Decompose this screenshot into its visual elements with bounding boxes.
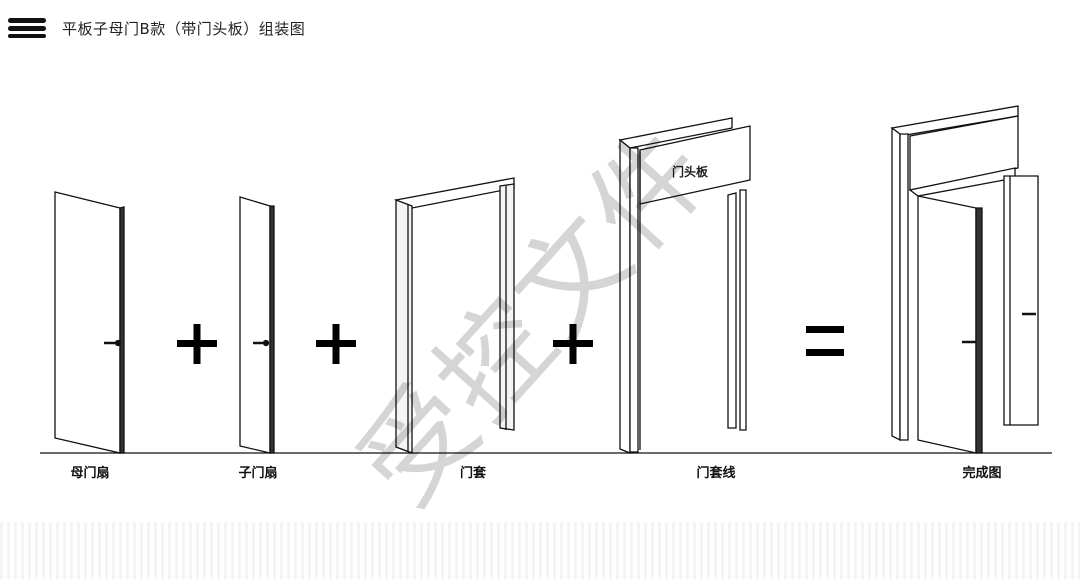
plus-operator-1 <box>177 324 217 364</box>
plus-operator-2 <box>316 324 356 364</box>
label-mother-door-leaf: 母门扇 <box>70 465 109 481</box>
equals-operator <box>806 326 844 356</box>
mother-door-leaf <box>54 191 125 454</box>
door-frame <box>393 177 515 454</box>
label-door-architrave: 门套线 <box>696 465 735 481</box>
label-completed-assembly: 完成图 <box>962 465 1001 481</box>
label-child-door-leaf: 子门扇 <box>238 465 277 481</box>
child-door-leaf <box>239 196 275 454</box>
header: 平板子母门B款（带门头板）组装图 <box>8 14 305 42</box>
menu-icon <box>8 18 46 38</box>
door-architrave <box>618 117 751 454</box>
bottom-band <box>0 522 1080 579</box>
page-title: 平板子母门B款（带门头板）组装图 <box>62 19 306 38</box>
completed-assembly <box>890 105 1039 454</box>
label-door-frame: 门套 <box>460 465 487 481</box>
plus-operator-3 <box>553 324 593 364</box>
door-header-board-label: 门头板 <box>672 164 709 179</box>
